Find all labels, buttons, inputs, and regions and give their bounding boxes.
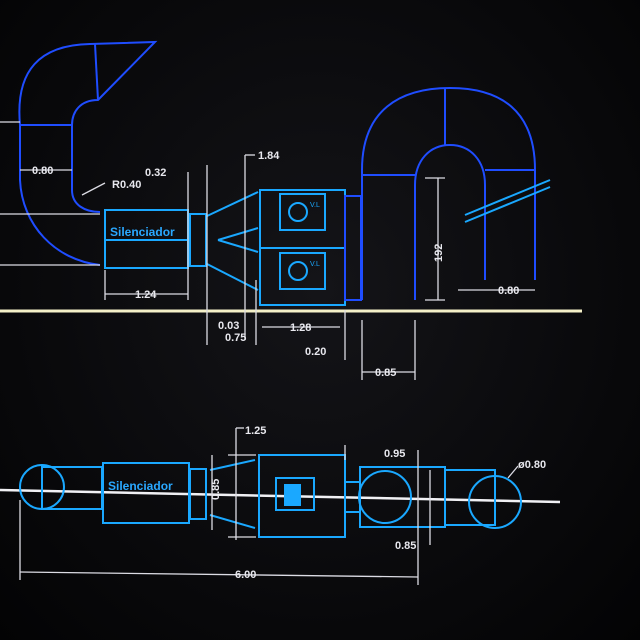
duct-plan-view [19, 454, 522, 538]
svg-text:V.L: V.L [310, 202, 320, 209]
dim-0-80-left: 0.80 [32, 165, 53, 177]
dim-0-32: 0.32 [145, 167, 166, 179]
dim-0-20: 0.20 [305, 346, 326, 358]
left-elbow [0, 40, 158, 266]
dim-0-03: 0.03 [218, 320, 239, 332]
dimension-lines-bottom [19, 427, 519, 585]
dim-1-28: 1.28 [290, 322, 311, 334]
dim-1-84: 1.84 [258, 150, 280, 162]
flange-top [189, 213, 207, 267]
transition-top [206, 191, 259, 291]
dim-r0-40: R0.40 [112, 179, 141, 191]
dim-0-85-vertical: 0.85 [210, 479, 222, 500]
dim-0-95: 0.95 [384, 448, 405, 460]
centerline-bottom [0, 488, 561, 504]
dim-1-25: 1.25 [245, 425, 266, 437]
dim-phi-0-80: ø0.80 [518, 459, 546, 471]
dim-0-85-bottom: 0.85 [395, 540, 416, 552]
svg-text:V.L: V.L [310, 261, 320, 268]
dimension-lines-top [20, 154, 535, 380]
silencer-label-bottom: Silenciador [108, 479, 173, 493]
fan-icon: V.L [279, 252, 326, 290]
dim-192: 192 [433, 244, 445, 262]
fan-icon: V.L [279, 193, 326, 231]
dim-1-24: 1.24 [135, 289, 157, 301]
dim-0-80-right: 0.80 [498, 285, 519, 297]
right-u-elbow [344, 86, 551, 301]
dim-0-85-top: 0.85 [375, 367, 396, 379]
dim-0-75: 0.75 [225, 332, 246, 344]
silencer-label-top: Silenciador [110, 225, 175, 239]
dim-6-00: 6.00 [235, 569, 256, 581]
